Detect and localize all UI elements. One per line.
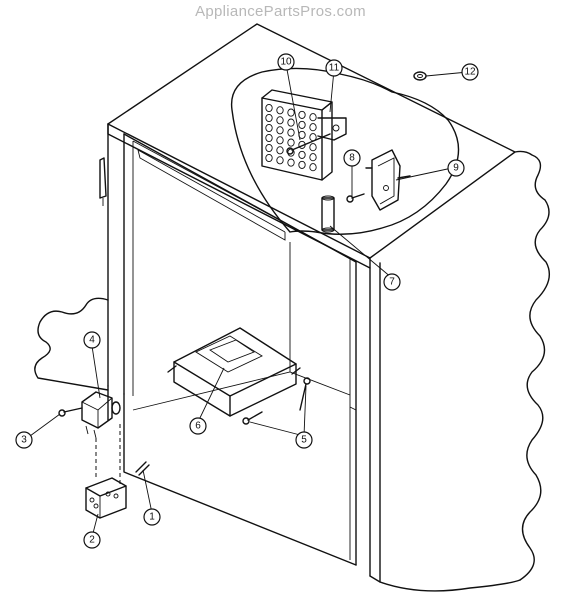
perforation-hole	[276, 116, 284, 125]
callout-9: 9	[447, 159, 465, 177]
part-2-switch-block	[85, 477, 127, 519]
perforation-hole	[309, 153, 317, 162]
perforation-hole	[309, 133, 317, 142]
perforation-hole	[276, 146, 284, 155]
callout-7: 7	[383, 273, 401, 291]
svg-text:6: 6	[195, 421, 201, 432]
part-7-cylinder	[321, 195, 335, 233]
svg-text:2: 2	[89, 535, 95, 546]
part-10-perforated-panel	[261, 89, 333, 181]
perforation-hole	[287, 158, 295, 167]
svg-text:8: 8	[349, 153, 355, 164]
perforation-hole	[276, 106, 284, 115]
perforation-hole	[298, 120, 306, 129]
screw-head	[286, 147, 294, 155]
callout-12: 12	[461, 63, 479, 81]
perforation-hole	[265, 133, 273, 143]
perforation-hole	[265, 153, 273, 163]
perforation-hole	[309, 163, 317, 172]
callout-4: 4	[83, 331, 101, 349]
perforation-hole	[265, 123, 273, 133]
part-3-screw	[58, 407, 83, 417]
leader-lines	[29, 63, 469, 538]
perforation-hole	[287, 108, 295, 117]
perforation-hole	[309, 123, 317, 132]
svg-text:7: 7	[389, 277, 395, 288]
svg-text:1: 1	[149, 512, 155, 523]
callout-2: 2	[83, 531, 101, 549]
svg-text:4: 4	[89, 335, 95, 346]
part-6-control-box	[167, 327, 301, 417]
perforation-hole	[265, 113, 273, 123]
callout-3: 3	[15, 431, 33, 449]
part-4-switch-mount	[81, 391, 121, 439]
perforation-hole	[265, 143, 273, 153]
cutaway-outline	[230, 67, 460, 235]
perforation-hole	[276, 126, 284, 135]
part-1-pin	[135, 461, 150, 476]
svg-text:5: 5	[301, 435, 307, 446]
part-12-grommet	[413, 71, 427, 81]
perforation-hole	[276, 156, 284, 165]
perforation-hole	[298, 150, 306, 159]
perforation-hole	[298, 140, 306, 149]
perforation-hole	[287, 128, 295, 137]
perforation-hole	[298, 160, 306, 169]
callout-6: 6	[189, 417, 207, 435]
perforation-hole	[298, 110, 306, 119]
part-9-clip-bracket	[365, 149, 411, 211]
svg-text:11: 11	[329, 63, 340, 74]
svg-text:9: 9	[453, 163, 459, 174]
perforation-hole	[309, 143, 317, 152]
svg-text:3: 3	[21, 435, 27, 446]
callout-10: 10	[277, 53, 295, 71]
perforation-hole	[298, 130, 306, 139]
perforation-hole	[287, 148, 295, 157]
cabinet-body	[34, 23, 550, 592]
perforation-hole	[309, 113, 317, 122]
callout-8: 8	[343, 149, 361, 167]
part-11-bracket	[317, 117, 347, 141]
part-5-screws	[242, 377, 311, 425]
part-8-screw	[346, 193, 365, 203]
perforation-hole	[287, 138, 295, 147]
perforation-hole	[287, 118, 295, 127]
svg-text:12: 12	[464, 67, 476, 78]
part-10-screw	[291, 133, 331, 151]
callout-11: 11	[325, 59, 343, 77]
perforation-holes	[265, 103, 317, 172]
perforation-hole	[276, 136, 284, 145]
callout-5: 5	[295, 431, 313, 449]
svg-text:10: 10	[280, 57, 292, 68]
callout-1: 1	[143, 508, 161, 526]
perforation-hole	[265, 103, 273, 113]
watermark-text: AppliancePartsPros.com	[195, 3, 366, 20]
